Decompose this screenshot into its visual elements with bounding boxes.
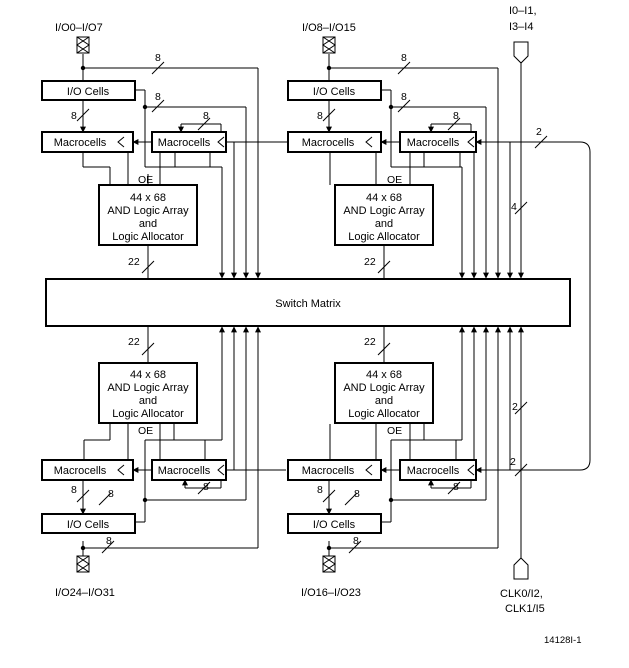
svg-text:8: 8 — [354, 488, 360, 500]
svg-text:2: 2 — [536, 126, 542, 138]
macrocells-bottom-mid-1: Macrocells — [287, 459, 382, 481]
svg-text:8: 8 — [203, 110, 209, 122]
switch-matrix: Switch Matrix — [45, 278, 571, 327]
and-array-top-left: 44 x 68 AND Logic Array and Logic Alloca… — [98, 184, 198, 246]
svg-text:Macrocells: Macrocells — [54, 137, 107, 149]
macrocells-top-left-2: Macrocells — [151, 131, 227, 153]
svg-text:8: 8 — [401, 52, 407, 64]
io-cells-bottom-left: I/O Cells — [41, 513, 136, 534]
svg-text:AND Logic Array: AND Logic Array — [343, 205, 425, 217]
svg-text:8: 8 — [155, 91, 161, 103]
io-cells-top-mid: I/O Cells — [287, 80, 382, 101]
bus-ticks — [76, 61, 548, 554]
pin-label-bottom-mid: I/O16–I/O23 — [301, 587, 361, 599]
svg-text:Logic Allocator: Logic Allocator — [348, 231, 420, 243]
svg-text:Macrocells: Macrocells — [54, 465, 107, 477]
svg-text:AND Logic Array: AND Logic Array — [107, 382, 189, 394]
svg-text:44 x 68: 44 x 68 — [130, 369, 166, 381]
svg-text:Macrocells: Macrocells — [158, 137, 211, 149]
svg-text:8: 8 — [106, 535, 112, 547]
macrocells-bottom-left-2: Macrocells — [151, 459, 227, 481]
svg-text:22: 22 — [364, 256, 376, 268]
svg-text:44 x 68: 44 x 68 — [130, 192, 166, 204]
macrocells-top-mid-2: Macrocells — [399, 131, 477, 153]
svg-text:22: 22 — [364, 336, 376, 348]
pin-label-top-right-1: I0–I1, — [509, 5, 537, 17]
svg-text:Macrocells: Macrocells — [407, 137, 460, 149]
pin-label-top-left: I/O0–I/O7 — [55, 22, 103, 34]
junction-dots — [80, 65, 394, 551]
svg-text:8: 8 — [71, 484, 77, 496]
svg-text:8: 8 — [317, 484, 323, 496]
svg-text:I/O Cells: I/O Cells — [67, 519, 110, 531]
oe-label-top-mid: OE — [387, 174, 402, 186]
pin-io-top-mid-icon — [322, 36, 336, 54]
svg-text:44 x 68: 44 x 68 — [366, 192, 402, 204]
svg-text:8: 8 — [453, 481, 459, 493]
svg-text:I/O Cells: I/O Cells — [313, 519, 356, 531]
svg-text:8: 8 — [108, 488, 114, 500]
svg-text:and: and — [375, 395, 393, 407]
pin-io-bottom-left-icon — [76, 555, 90, 573]
svg-text:8: 8 — [155, 52, 161, 64]
svg-text:Logic Allocator: Logic Allocator — [112, 408, 184, 420]
svg-text:4: 4 — [511, 201, 517, 213]
io-cells-top-left: I/O Cells — [41, 80, 136, 101]
macrocells-bottom-left-1: Macrocells — [41, 459, 134, 481]
svg-text:and: and — [139, 218, 157, 230]
svg-text:22: 22 — [128, 336, 140, 348]
svg-text:8: 8 — [317, 110, 323, 122]
pin-io-top-left-icon — [76, 36, 90, 54]
svg-text:AND Logic Array: AND Logic Array — [107, 205, 189, 217]
pin-label-bottom-left: I/O24–I/O31 — [55, 587, 115, 599]
svg-text:and: and — [139, 395, 157, 407]
pin-label-top-right-2: I3–I4 — [509, 21, 533, 33]
svg-text:8: 8 — [401, 91, 407, 103]
svg-text:Macrocells: Macrocells — [302, 465, 355, 477]
pin-label-bottom-right-1: CLK0/I2, — [500, 588, 543, 600]
svg-text:Logic Allocator: Logic Allocator — [112, 231, 184, 243]
pin-label-top-mid: I/O8–I/O15 — [302, 22, 356, 34]
svg-text:AND Logic Array: AND Logic Array — [343, 382, 425, 394]
pin-clock-bottom-right-icon — [513, 557, 529, 580]
svg-text:I/O Cells: I/O Cells — [313, 86, 356, 98]
svg-text:Macrocells: Macrocells — [407, 465, 460, 477]
svg-text:I/O Cells: I/O Cells — [67, 86, 110, 98]
svg-text:Macrocells: Macrocells — [302, 137, 355, 149]
macrocells-top-left-1: Macrocells — [41, 131, 134, 153]
io-cells-bottom-mid: I/O Cells — [287, 513, 382, 534]
svg-text:8: 8 — [71, 110, 77, 122]
macrocells-top-mid-1: Macrocells — [287, 131, 382, 153]
pin-input-top-right-icon — [513, 41, 529, 64]
and-array-bottom-mid: 44 x 68 AND Logic Array and Logic Alloca… — [334, 362, 434, 424]
svg-text:Logic Allocator: Logic Allocator — [348, 408, 420, 420]
svg-text:2: 2 — [510, 456, 516, 468]
and-array-top-mid: 44 x 68 AND Logic Array and Logic Alloca… — [334, 184, 434, 246]
macrocells-bottom-mid-2: Macrocells — [399, 459, 477, 481]
svg-text:8: 8 — [453, 110, 459, 122]
oe-label-bottom-left: OE — [138, 425, 153, 437]
pin-io-bottom-mid-icon — [322, 555, 336, 573]
svg-text:22: 22 — [128, 256, 140, 268]
svg-text:8: 8 — [353, 535, 359, 547]
svg-text:8: 8 — [203, 481, 209, 493]
wiring — [80, 54, 591, 558]
pin-label-bottom-right-2: CLK1/I5 — [505, 603, 545, 615]
svg-text:Macrocells: Macrocells — [158, 465, 211, 477]
bus-width-labels: 8 8 8 8 22 8 8 8 8 22 2 4 22 22 2 2 8 8 … — [71, 52, 542, 547]
svg-text:2: 2 — [512, 401, 518, 413]
and-array-bottom-left: 44 x 68 AND Logic Array and Logic Alloca… — [98, 362, 198, 424]
figure-id: 14128I-1 — [544, 635, 582, 646]
oe-label-bottom-mid: OE — [387, 425, 402, 437]
oe-label-top-left: OE — [138, 174, 153, 186]
svg-text:and: and — [375, 218, 393, 230]
svg-text:Switch Matrix: Switch Matrix — [275, 298, 341, 310]
svg-text:44 x 68: 44 x 68 — [366, 369, 402, 381]
